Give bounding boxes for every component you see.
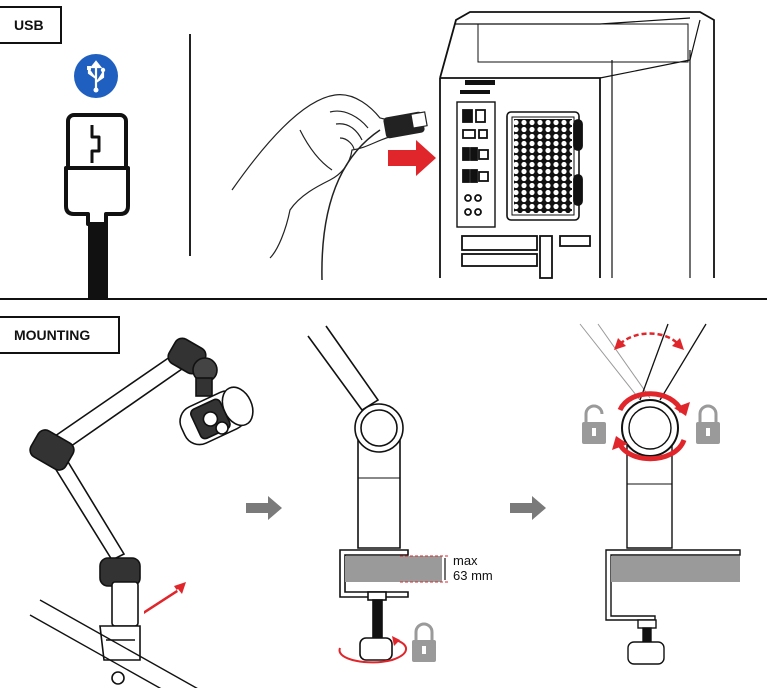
clamp-step-2 (307, 325, 442, 661)
usb-vertical-divider (189, 34, 191, 256)
arrow-right-icon (246, 496, 282, 520)
clamp-step-3 (579, 323, 741, 665)
usb-section-tag: USB (0, 6, 62, 44)
clamp-max-thickness: max 63 mm (453, 553, 493, 583)
rotate-arrow-icon (612, 332, 690, 462)
hand-with-usb-cable (231, 94, 428, 281)
clamp-max-value: 63 mm (453, 568, 493, 583)
usb-section-label: USB (14, 17, 44, 33)
usb-connector-diagram (64, 113, 130, 298)
insert-arrow-icon (388, 140, 436, 176)
clamp-dimension-marker (400, 555, 448, 583)
arrow-right-icon (510, 496, 546, 520)
lock-icon (412, 622, 436, 662)
rotate-arrow-head (392, 636, 400, 646)
rotate-arrow-icon (338, 639, 407, 664)
pull-arrow-icon (144, 582, 186, 614)
pc-tower (439, 11, 715, 279)
boom-arm-assembly (29, 337, 254, 688)
usb-icon (74, 54, 118, 98)
lock-icon (696, 404, 720, 444)
mounting-section-label: MOUNTING (14, 327, 91, 343)
unlock-icon (582, 404, 606, 444)
mounting-section-tag: MOUNTING (0, 316, 120, 354)
section-divider (0, 298, 767, 300)
clamp-max-label: max (453, 553, 478, 568)
fan-grill-pattern (514, 119, 572, 213)
